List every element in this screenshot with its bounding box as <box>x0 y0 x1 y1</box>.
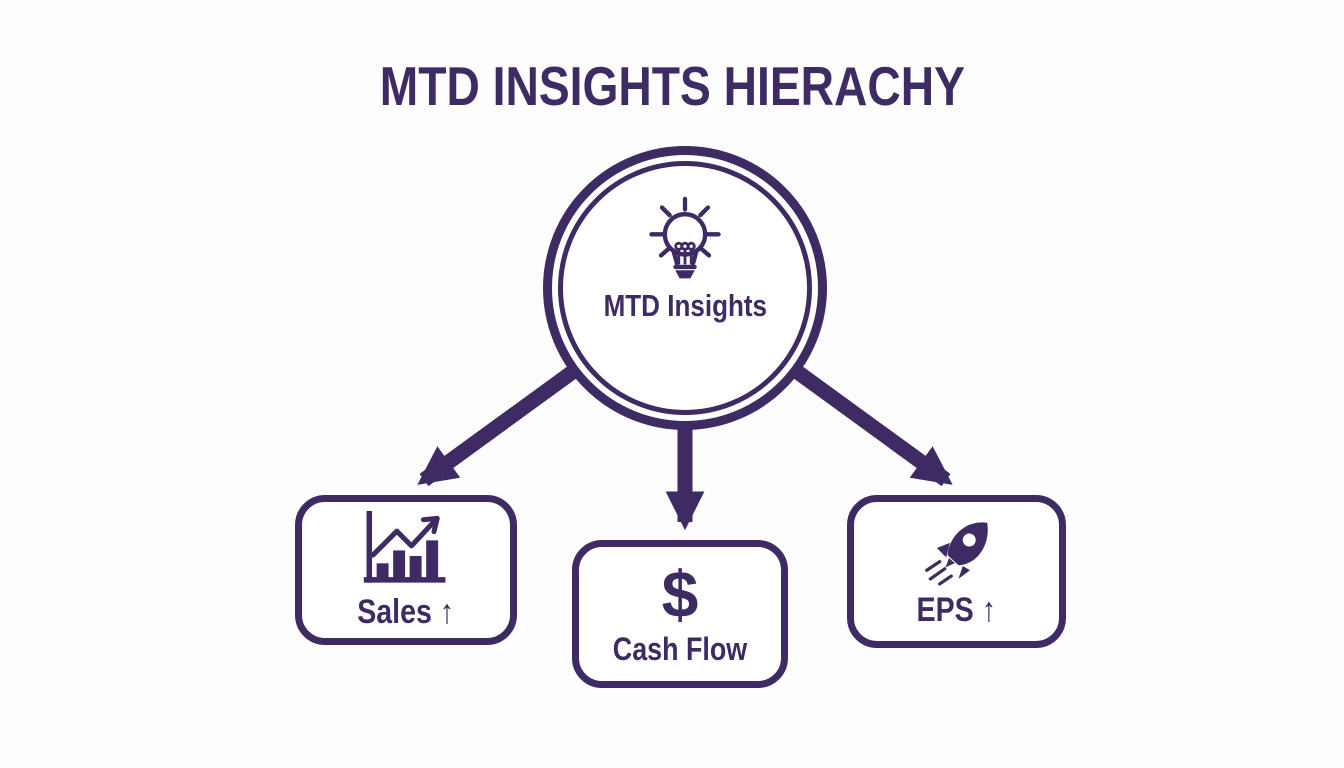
node-cash-flow: $ Cash Flow <box>572 540 788 688</box>
root-node-label: MTD Insights <box>603 288 767 323</box>
node-eps: EPS ↑ <box>847 495 1066 648</box>
dollar-sign-icon: $ <box>661 556 699 631</box>
bar-chart-icon <box>363 511 446 583</box>
page-title: MTD INSIGHTS HIERACHY <box>0 54 1344 118</box>
node-sales-label: Sales ↑ <box>357 593 455 631</box>
arrow-root-to-eps <box>787 361 953 487</box>
node-mtd-insights: MTD Insights <box>543 146 827 430</box>
node-eps-label: EPS ↑ <box>916 590 997 629</box>
arrow-root-to-sales <box>417 361 583 487</box>
page-title-text: MTD INSIGHTS HIERACHY <box>379 55 965 117</box>
lightbulb-icon <box>649 196 721 279</box>
node-cash-flow-label: Cash Flow <box>612 631 748 668</box>
rocket-icon <box>924 521 988 586</box>
node-sales: Sales ↑ <box>295 495 517 645</box>
node-mtd-insights-inner-ring: MTD Insights <box>558 161 812 415</box>
